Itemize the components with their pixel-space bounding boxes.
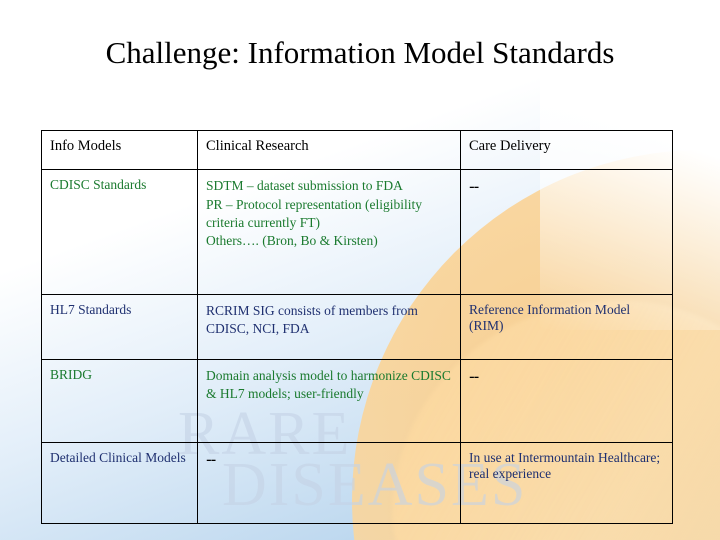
- cell-text-line: PR – Protocol representation (eligibilit…: [206, 196, 422, 230]
- cell-care-delivery-dash: --: [460, 359, 673, 443]
- column-header-info-models: Info Models: [41, 130, 198, 170]
- cell-text-line: Domain analysis model to harmonize CDISC…: [206, 368, 451, 401]
- table-row: BRIDG Domain analysis model to harmonize…: [41, 359, 673, 443]
- cell-text-line: RCRIM SIG consists of members from CDISC…: [206, 303, 418, 336]
- cell-info-model: BRIDG: [41, 359, 198, 443]
- table-header-row: Info Models Clinical Research Care Deliv…: [41, 130, 673, 170]
- cell-care-delivery: Reference Information Model (RIM): [460, 294, 673, 360]
- cell-info-model: CDISC Standards: [41, 169, 198, 295]
- table-row: Detailed Clinical Models -- In use at In…: [41, 442, 673, 524]
- cell-info-model: Detailed Clinical Models: [41, 442, 198, 524]
- table-row: HL7 Standards RCRIM SIG consists of memb…: [41, 294, 673, 360]
- information-model-standards-table: Info Models Clinical Research Care Deliv…: [41, 130, 673, 524]
- page-title: Challenge: Information Model Standards: [105, 35, 615, 70]
- cell-clinical-research: SDTM – dataset submission to FDA PR – Pr…: [197, 169, 461, 295]
- cell-clinical-research: Domain analysis model to harmonize CDISC…: [197, 359, 461, 443]
- cell-text-line: Others…. (Bron, Bo & Kirsten): [206, 233, 378, 249]
- cell-text-line: SDTM – dataset submission to FDA: [206, 178, 403, 193]
- cell-clinical-research-dash: --: [197, 442, 461, 524]
- cell-care-delivery: In use at Intermountain Healthcare; real…: [460, 442, 673, 524]
- table-header: Info Models Clinical Research Care Deliv…: [41, 130, 673, 170]
- cell-clinical-research: RCRIM SIG consists of members from CDISC…: [197, 294, 461, 360]
- column-header-clinical-research: Clinical Research: [197, 130, 461, 170]
- cell-care-delivery-dash: --: [460, 169, 673, 295]
- table-row: CDISC Standards SDTM – dataset submissio…: [41, 169, 673, 295]
- table-body: CDISC Standards SDTM – dataset submissio…: [41, 169, 673, 524]
- cell-info-model: HL7 Standards: [41, 294, 198, 360]
- column-header-care-delivery: Care Delivery: [460, 130, 673, 170]
